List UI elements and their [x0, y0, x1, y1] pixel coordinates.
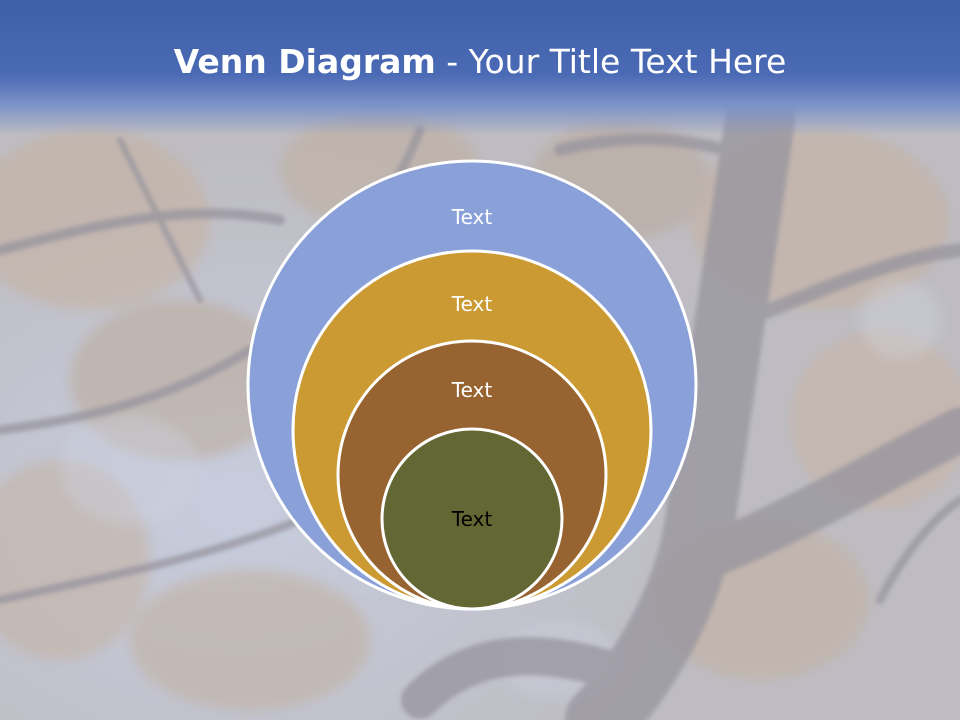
inner-circle[interactable] [380, 427, 564, 611]
outer-circle-label: Text [451, 205, 493, 229]
title-rest-text: - Your Title Text Here [435, 42, 787, 81]
inner-circle-label: Text [451, 507, 493, 531]
title-bold-text: Venn Diagram [173, 42, 436, 81]
third-circle-label: Text [451, 378, 493, 402]
second-circle-label: Text [451, 292, 493, 316]
slide-title: Venn Diagram - Your Title Text Here [0, 38, 960, 86]
header-band [0, 0, 960, 135]
